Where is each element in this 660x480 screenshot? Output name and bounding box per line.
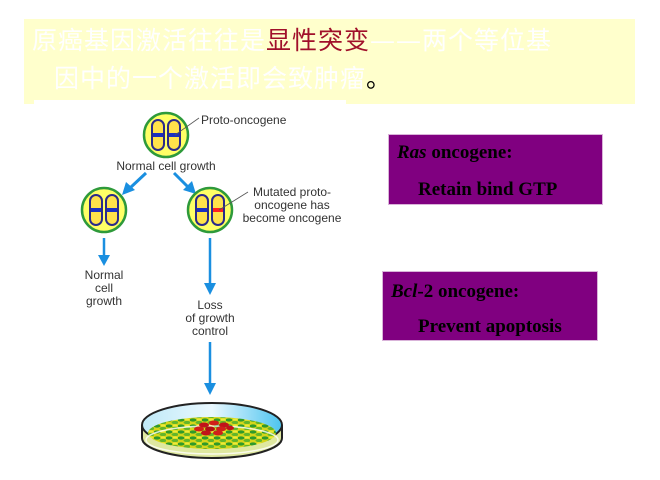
title-line1-prefix: 原癌基因激活往往是 xyxy=(32,26,267,55)
cell-icon-top xyxy=(142,111,200,159)
bcl2-oncogene-card: Bcl-2 oncogene: Prevent apoptosis xyxy=(382,271,598,341)
ras-card-function: Retain bind GTP xyxy=(418,179,558,200)
slide-title: 原癌基因激活往往是显性突变——两个等位基 因中的一个激活即会致肿瘤。 xyxy=(32,22,642,98)
label-mutated-line1: Mutated proto- xyxy=(252,185,332,199)
ras-gene-name: Ras xyxy=(397,142,427,163)
oncogene-diagram: Proto-oncogene Normal cell growth Mutate… xyxy=(34,100,346,465)
label-normal-line2: cell xyxy=(94,281,113,295)
title-highlight: 显性突变 xyxy=(266,26,371,55)
label-loss-line1: Loss xyxy=(197,298,223,312)
arrow-down-icon-dish xyxy=(204,342,216,395)
petri-dish-icon xyxy=(141,402,283,459)
title-line2: 因中的一个激活即会致肿瘤 xyxy=(54,64,367,93)
label-mutated: Mutated proto- oncogene has become oncog… xyxy=(242,186,342,225)
bcl2-card-heading: Bcl-2 oncogene: xyxy=(391,281,519,303)
label-normal-line1: Normal xyxy=(84,268,124,282)
title-line1-suffix: ——两个等位基 xyxy=(370,26,553,55)
bcl2-gene-suffix: -2 oncogene: xyxy=(417,281,520,302)
cell-icon-normal xyxy=(80,186,128,234)
cell-icon-mutated xyxy=(186,186,249,234)
ras-oncogene-card: Ras oncogene: Retain bind GTP xyxy=(388,134,603,205)
ras-card-heading: Ras oncogene: xyxy=(397,142,513,164)
label-normal-line3: growth xyxy=(85,294,123,308)
label-mutated-line2: oncogene has xyxy=(254,198,330,212)
arrow-left-icon xyxy=(122,171,148,195)
bcl2-gene-name: Bcl xyxy=(391,281,418,302)
diagram-svg xyxy=(80,111,283,459)
arrow-down-icon-normal xyxy=(98,238,110,266)
title-banner xyxy=(24,19,635,104)
label-loss-line3: control xyxy=(191,324,229,338)
ras-gene-suffix: oncogene: xyxy=(426,142,513,163)
label-normal-cell-growth-top: Normal cell growth xyxy=(116,159,216,173)
arrow-right-icon xyxy=(172,171,196,194)
title-line2-punct: 。 xyxy=(366,64,393,93)
label-normal-growth: Normal cell growth xyxy=(74,269,134,308)
tumor-cluster xyxy=(194,420,234,436)
label-loss-of-growth: Loss of growth control xyxy=(174,299,246,338)
label-mutated-line3: become oncogene xyxy=(242,211,342,225)
label-loss-line2: of growth xyxy=(185,311,235,325)
arrow-down-icon-loss xyxy=(204,238,216,295)
bcl2-card-function: Prevent apoptosis xyxy=(418,316,562,337)
label-proto-oncogene: Proto-oncogene xyxy=(201,113,287,127)
